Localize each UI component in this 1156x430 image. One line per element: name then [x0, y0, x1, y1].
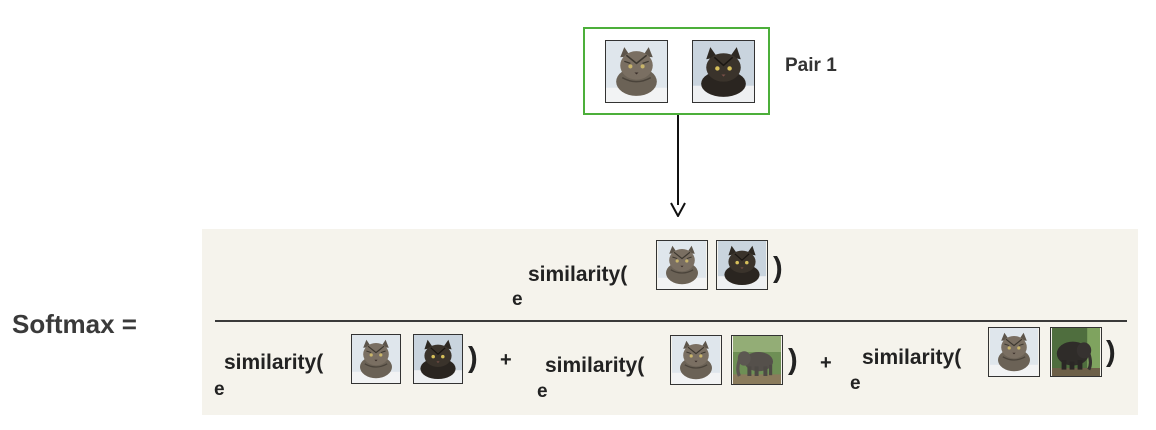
plus-sign-2: +	[820, 352, 832, 374]
tabby-cat-photo-icon	[656, 240, 708, 290]
tabby-cat-photo-icon	[605, 40, 668, 103]
tabby-cat-photo-icon	[988, 327, 1040, 377]
tabby-cat-photo-icon	[670, 335, 722, 385]
dark-tabby-cat-photo-icon	[692, 40, 755, 103]
denominator-term-1-close-paren: )	[468, 342, 478, 374]
numerator-close-paren: )	[773, 252, 783, 284]
down-arrow-icon	[670, 115, 686, 217]
denominator-term-2-similarity: similarity(	[545, 354, 645, 377]
denominator-term-2-close-paren: )	[788, 344, 798, 376]
tabby-cat-photo-icon	[351, 334, 401, 384]
denominator-term-1-similarity: similarity(	[224, 351, 324, 374]
numerator-exp-base: e	[512, 289, 523, 310]
numerator-similarity: similarity(	[528, 263, 628, 286]
fraction-line	[215, 320, 1127, 322]
pair-label: Pair 1	[785, 55, 837, 76]
denominator-term-3-close-paren: )	[1106, 336, 1116, 368]
dark-tabby-cat-photo-icon	[716, 240, 768, 290]
elephant-dark-photo-icon	[1050, 327, 1102, 377]
denominator-term-3-similarity: similarity(	[862, 346, 962, 369]
dark-tabby-cat-photo-icon	[413, 334, 463, 384]
denominator-term-1-exp-base: e	[214, 379, 225, 400]
denominator-term-3-exp-base: e	[850, 373, 861, 394]
denominator-term-2-exp-base: e	[537, 381, 548, 402]
elephant-photo-icon	[731, 335, 783, 385]
softmax-label: Softmax =	[12, 309, 137, 339]
plus-sign-1: +	[500, 349, 512, 371]
